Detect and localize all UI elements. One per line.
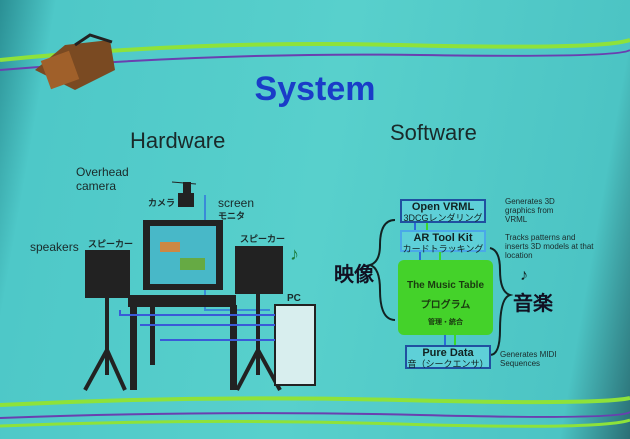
- core-sub2: 管理・統合: [428, 319, 463, 326]
- music-table-core: The Music Table プログラム 管理・統合: [398, 260, 493, 335]
- puredata-note: Generates MIDI Sequences: [500, 350, 557, 368]
- hardware-heading: Hardware: [130, 128, 226, 153]
- speakers-jp-left: スピーカー: [88, 239, 134, 249]
- openvrml-sub: 3DCGレンダリング: [403, 213, 483, 223]
- artoolkit-box: AR Tool Kit カードトラッキング: [400, 230, 486, 254]
- screen-jp: モニタ: [218, 211, 246, 221]
- svg-text:♪: ♪: [520, 267, 528, 284]
- svg-text:♪: ♪: [290, 244, 299, 264]
- music-label: 音楽: [513, 293, 553, 315]
- speakers-jp-right: スピーカー: [240, 234, 286, 244]
- artoolkit-name: AR Tool Kit: [413, 232, 473, 244]
- artoolkit-sub: カードトラッキング: [402, 244, 484, 254]
- speakers-label: speakers: [30, 240, 79, 254]
- software-heading: Software: [390, 120, 477, 145]
- openvrml-name: Open VRML: [411, 201, 475, 213]
- puredata-name: Pure Data: [422, 347, 474, 359]
- puredata-sub: 音（シークエンサ）: [407, 359, 489, 369]
- openvrml-box: Open VRML 3DCGレンダリング: [400, 199, 486, 223]
- pc-label: PC: [287, 293, 301, 304]
- slide-title: System: [254, 70, 376, 108]
- camera-label: Overhead camera: [76, 165, 129, 193]
- hardware-illustration: ♪: [83, 181, 316, 391]
- screen-label: screen: [218, 196, 255, 210]
- video-label: 映像: [334, 264, 374, 286]
- camera-jp: カメラ: [148, 198, 176, 208]
- software-connectors: [366, 219, 514, 356]
- core-name: The Music Table: [406, 280, 485, 291]
- artoolkit-note: Tracks patterns and inserts 3D models at…: [505, 233, 594, 260]
- logo-icon: [35, 33, 115, 90]
- core-sub: プログラム: [420, 300, 471, 311]
- openvrml-note: Generates 3D graphics from VRML: [505, 197, 555, 224]
- puredata-box: Pure Data 音（シークエンサ）: [405, 345, 491, 369]
